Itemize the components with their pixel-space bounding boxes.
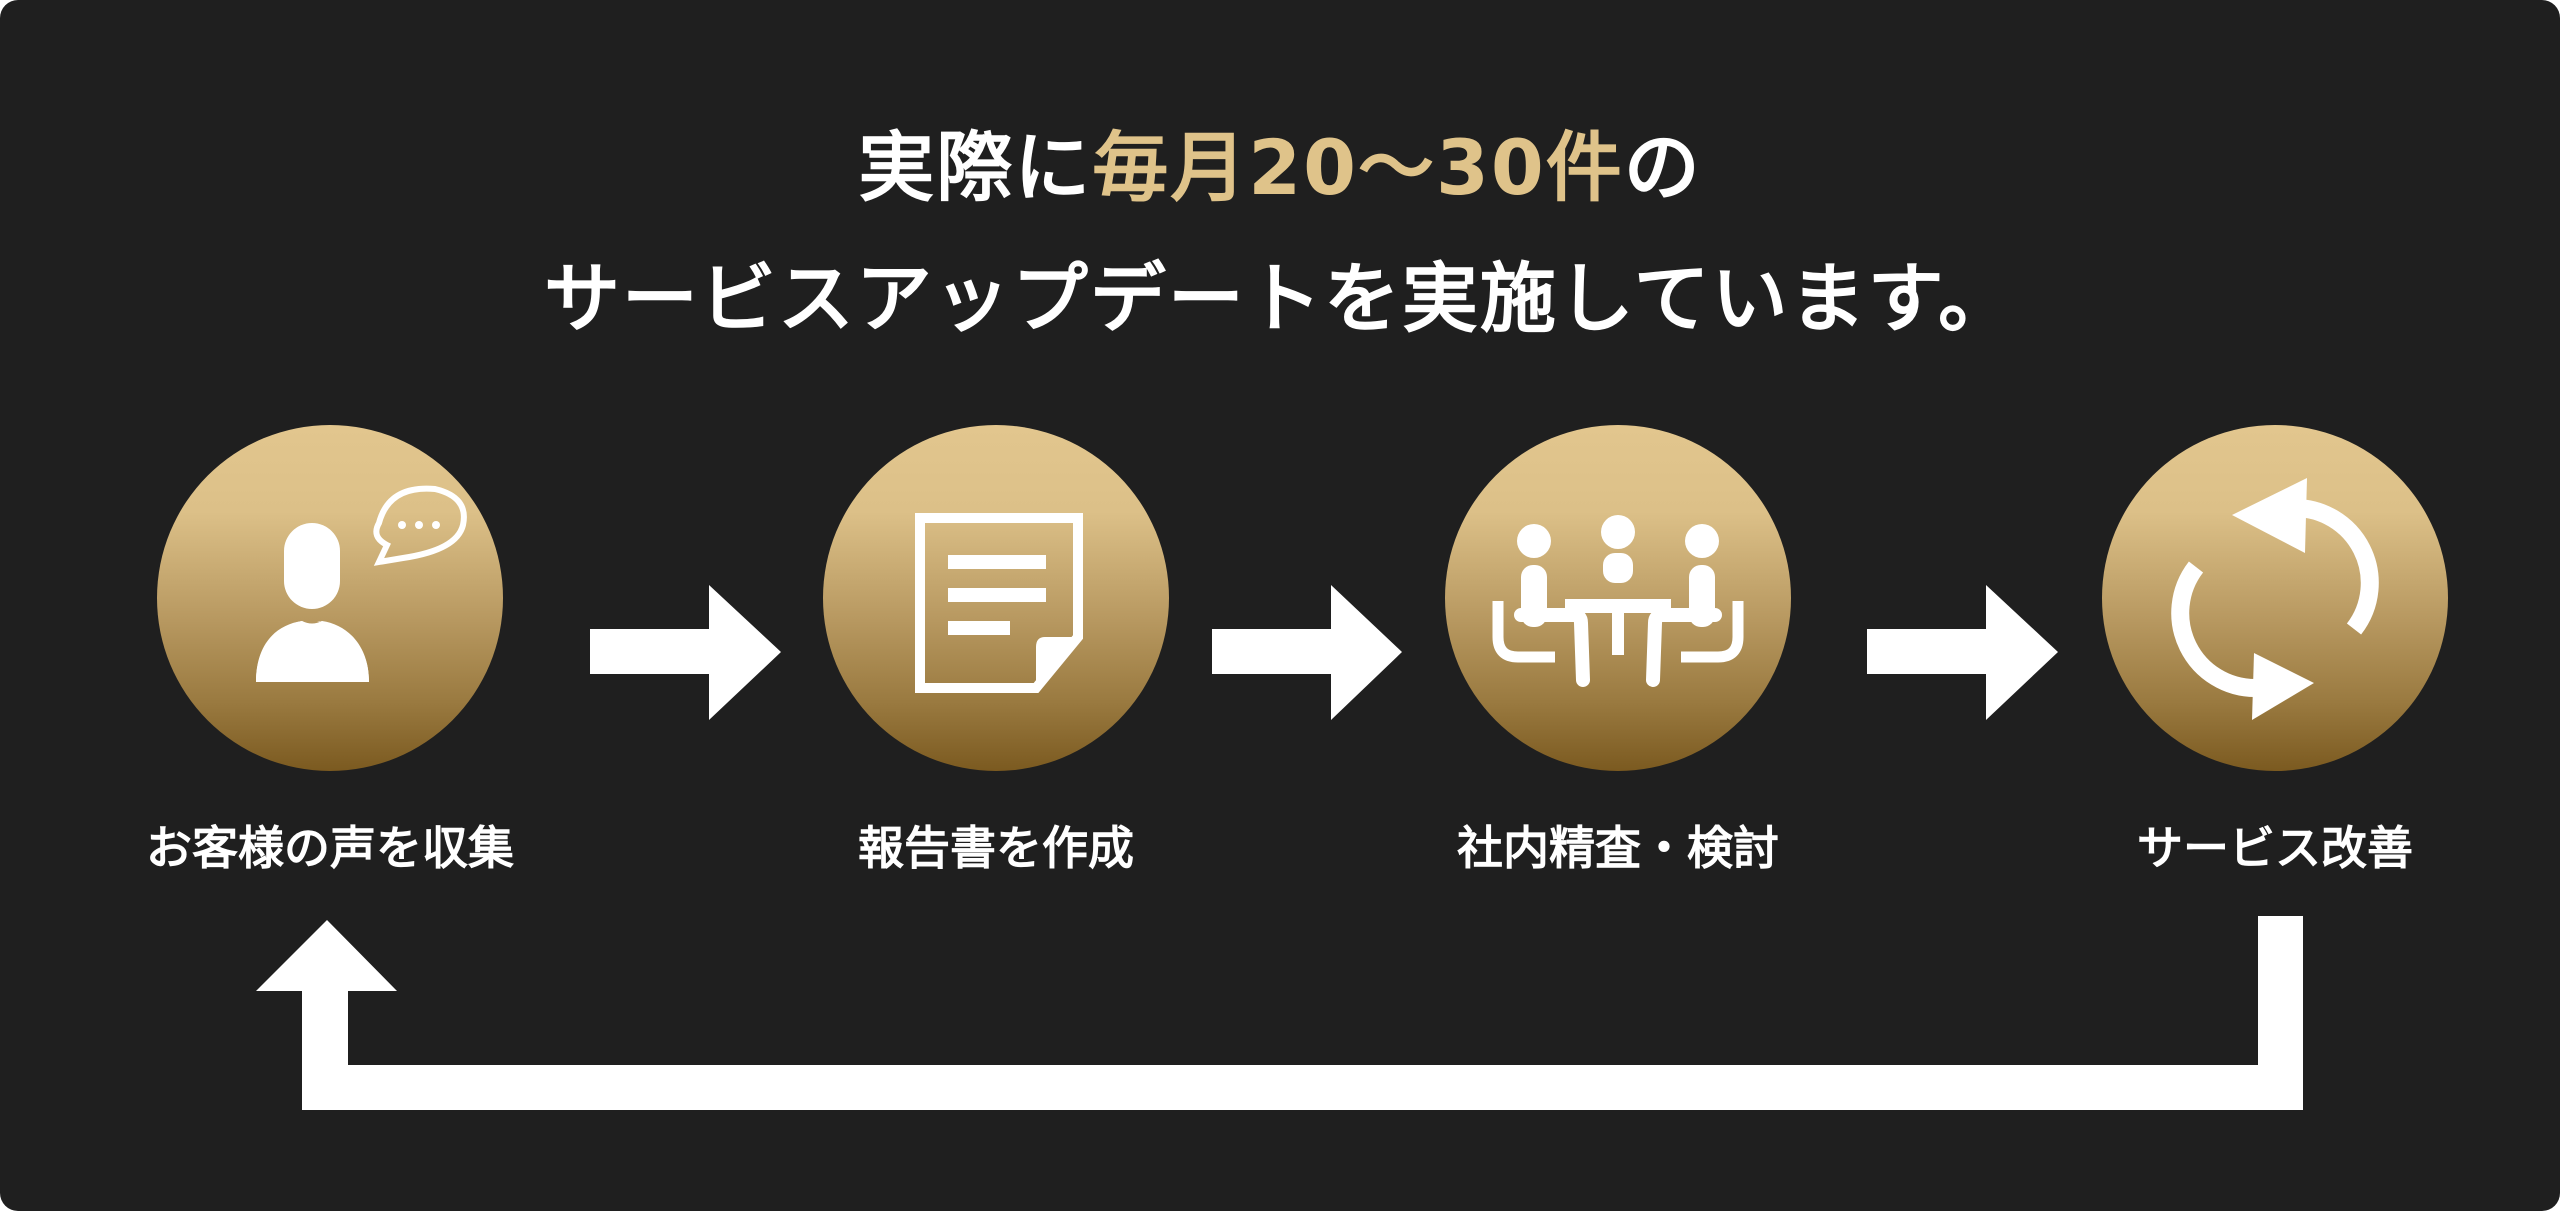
arrow-right-2	[1212, 585, 1402, 720]
headline-text: 実際に	[858, 123, 1093, 212]
customer-voice-icon	[256, 485, 467, 682]
refresh-cycle-icon	[2171, 478, 2379, 720]
step-2-circle	[823, 425, 1169, 771]
headline-line-1: 実際に毎月20〜30件の	[0, 118, 2560, 218]
arrow-right-3	[1867, 585, 2058, 720]
step-3-label: 社内精査・検討	[1457, 821, 1779, 875]
headline-line-2: サービスアップデートを実施しています。	[543, 254, 2017, 343]
step-3-circle	[1445, 425, 1791, 771]
step-1-label: お客様の声を収集	[146, 821, 514, 875]
feedback-loop-arrow	[256, 916, 2303, 1110]
step-4-label: サービス改善	[2137, 821, 2413, 875]
document-icon	[915, 513, 1083, 693]
arrow-right-1	[590, 585, 781, 720]
headline-text: の	[1623, 123, 1702, 212]
step-4-circle	[2102, 425, 2448, 771]
meeting-icon	[1492, 515, 1744, 687]
headline-accent: 毎月20〜30件	[1092, 123, 1624, 212]
step-2-label: 報告書を作成	[858, 821, 1134, 875]
step-1-circle	[157, 425, 503, 771]
